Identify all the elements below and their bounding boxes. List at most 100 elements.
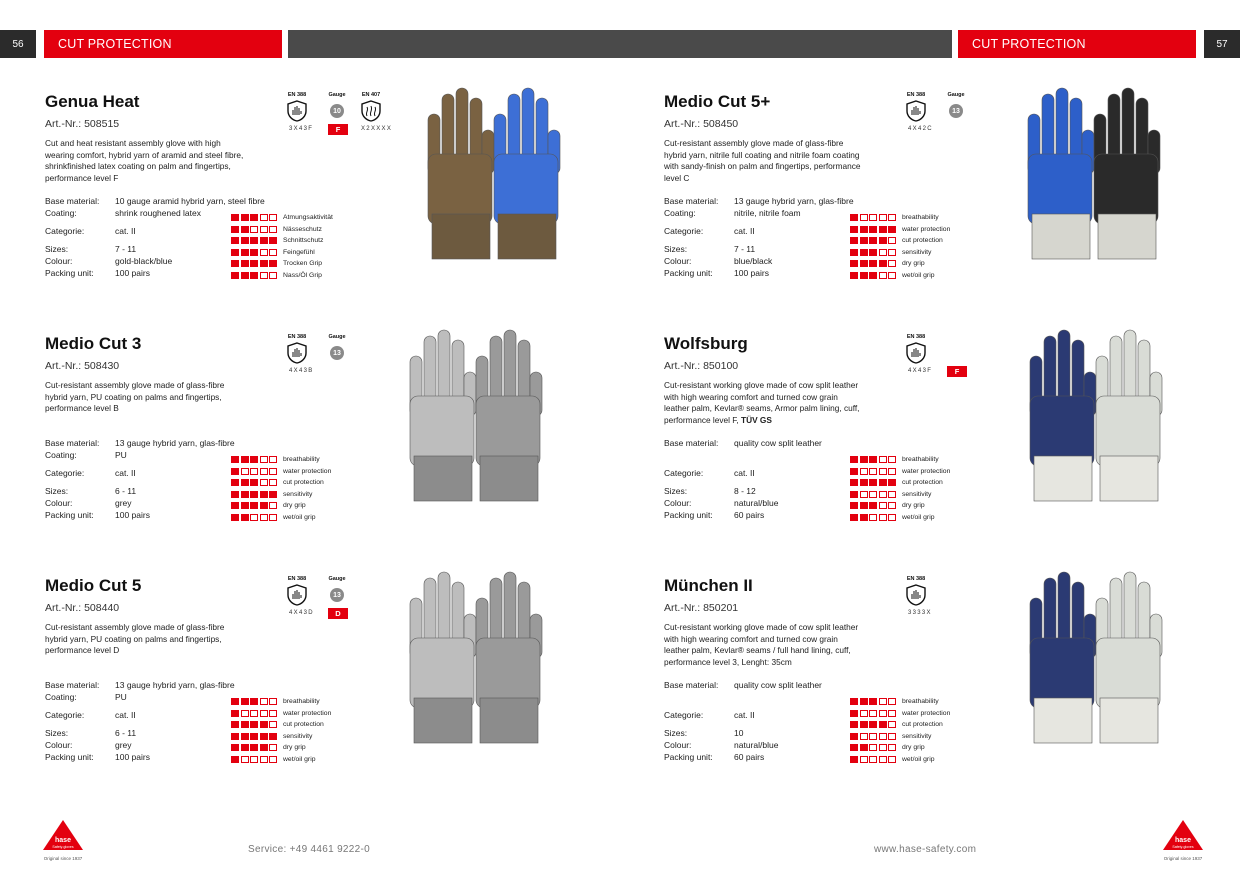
rating-row: breathability — [850, 696, 939, 708]
logo-tagline: Original since 1937 — [43, 856, 83, 861]
en388-cert: EN 388 — [896, 576, 936, 606]
spec-sizes: Sizes:7 - 11 — [664, 244, 756, 254]
rating-row: sensitivity — [231, 731, 312, 743]
spec-sizes: Sizes:7 - 11 — [45, 244, 137, 254]
rating-row: Schnittschutz — [231, 235, 323, 247]
product-name: Wolfsburg — [664, 334, 748, 353]
svg-text:Safety-gloves: Safety-gloves — [52, 845, 73, 849]
spec-sizes: Sizes:6 - 11 — [45, 486, 137, 496]
rating-boxes — [850, 698, 896, 706]
logo-tagline: Original since 1937 — [1163, 856, 1203, 861]
en388-cert: EN 388 — [277, 334, 317, 364]
rating-boxes — [850, 513, 896, 521]
spec-coating: Coating:PU — [45, 450, 127, 460]
en388-cert: EN 388 — [277, 576, 317, 606]
spec-sizes: Sizes:10 — [664, 728, 744, 738]
glove-image — [1029, 329, 1163, 502]
product-name: Medio Cut 5+ — [664, 92, 771, 111]
rating-row: water protection — [850, 466, 950, 478]
rating-boxes — [231, 744, 277, 752]
spec-base-material: Base material:quality cow split leather — [664, 680, 822, 690]
rating-row: water protection — [231, 708, 331, 720]
spec-sizes: Sizes:6 - 11 — [45, 728, 137, 738]
spec-base-material: Base material:quality cow split leather — [664, 438, 822, 448]
svg-text:Safety-gloves: Safety-gloves — [1172, 845, 1193, 849]
spec-colour: Colour:blue/black — [664, 256, 773, 266]
rating-boxes — [850, 237, 896, 245]
shield-hand-icon — [906, 100, 926, 122]
service-phone: Service: +49 4461 9222-0 — [248, 844, 371, 855]
spec-packing-unit: Packing unit:100 pairs — [45, 510, 150, 520]
hase-logo-icon: hase Safety-gloves — [43, 820, 83, 850]
rating-row: cut protection — [850, 235, 943, 247]
spec-colour: Colour:grey — [45, 740, 132, 750]
rating-row: cut protection — [850, 719, 943, 731]
glove-image — [1029, 571, 1163, 744]
en388-code: 4X43F — [908, 368, 933, 374]
rating-row: dry grip — [850, 742, 925, 754]
rating-boxes — [231, 502, 277, 510]
product-name: Medio Cut 3 — [45, 334, 142, 353]
rating-boxes — [231, 467, 277, 475]
rating-row: cut protection — [231, 719, 324, 731]
rating-row: cut protection — [231, 477, 324, 489]
rating-boxes — [231, 456, 277, 464]
spec-categorie: Categorie:cat. II — [664, 468, 755, 478]
rating-row: water protection — [850, 708, 950, 720]
rating-boxes — [231, 721, 277, 729]
glove-image — [427, 87, 561, 260]
rating-boxes — [850, 248, 896, 256]
spec-colour: Colour:gold-black/blue — [45, 256, 173, 266]
rating-boxes — [850, 502, 896, 510]
spec-categorie: Categorie:cat. II — [45, 468, 136, 478]
product-name: Medio Cut 5 — [45, 576, 142, 595]
spec-packing-unit: Packing unit:100 pairs — [664, 268, 769, 278]
shield-hand-icon — [287, 100, 307, 122]
gauge-badge: 13 — [330, 346, 344, 360]
rating-boxes — [231, 709, 277, 717]
rating-row: breathability — [231, 696, 320, 708]
page-number-right: 57 — [1204, 30, 1240, 58]
shield-hand-icon — [287, 584, 307, 606]
rating-row: Feingefühl — [231, 247, 315, 259]
hase-logo-left: hase Safety-gloves Original since 1937 — [40, 820, 86, 861]
product-name: München II — [664, 576, 753, 595]
rating-boxes — [231, 248, 277, 256]
page-number-left: 56 — [0, 30, 36, 58]
spec-colour: Colour:grey — [45, 498, 132, 508]
shield-hand-icon — [906, 342, 926, 364]
product-description: Cut-resistant working glove made of cow … — [664, 380, 860, 425]
rating-boxes — [850, 467, 896, 475]
en388-cert: EN 388 — [896, 334, 936, 364]
spec-sizes: Sizes:8 - 12 — [664, 486, 756, 496]
rating-row: sensitivity — [850, 489, 931, 501]
en388-cert: EN 388 — [896, 92, 936, 122]
spec-packing-unit: Packing unit:100 pairs — [45, 268, 150, 278]
website-link[interactable]: www.hase-safety.com — [874, 844, 977, 855]
article-number: Art.-Nr.: 508430 — [45, 360, 120, 372]
en388-cert: EN 388 — [277, 92, 317, 122]
rating-row: wet/oil grip — [850, 754, 935, 766]
rating-row: water protection — [850, 224, 950, 236]
rating-boxes — [850, 456, 896, 464]
rating-boxes — [231, 490, 277, 498]
rating-row: dry grip — [850, 500, 925, 512]
rating-boxes — [231, 479, 277, 487]
gauge-badge: 13 — [949, 104, 963, 118]
rating-row: Atmungsaktivität — [231, 212, 333, 224]
shield-hand-icon — [287, 342, 307, 364]
en388-code: 4X43D — [289, 610, 314, 616]
rating-boxes — [231, 732, 277, 740]
spec-categorie: Categorie:cat. II — [45, 710, 136, 720]
spec-colour: Colour:natural/blue — [664, 498, 779, 508]
spec-base-material: Base material:10 gauge aramid hybrid yar… — [45, 196, 265, 206]
rating-row: breathability — [231, 454, 320, 466]
